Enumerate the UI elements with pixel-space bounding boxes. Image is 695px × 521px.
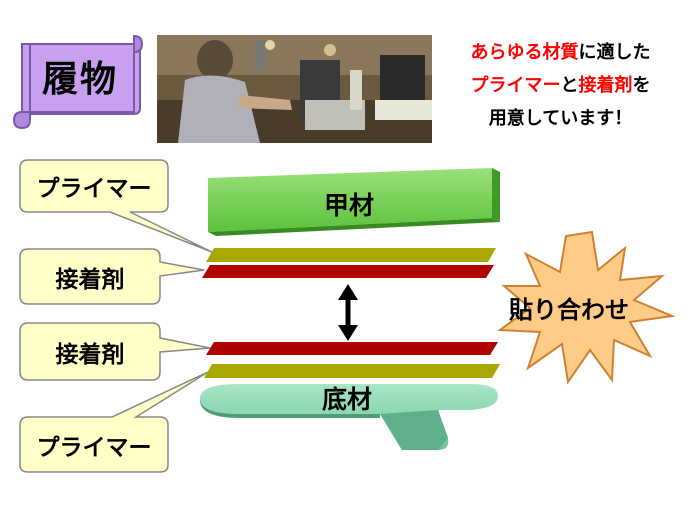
headline-particle: を bbox=[632, 75, 651, 96]
sole-material-shape bbox=[199, 384, 498, 450]
title-scroll bbox=[12, 34, 144, 130]
bonding-burst bbox=[497, 230, 676, 385]
workshop-photo bbox=[157, 35, 432, 143]
headline-all-materials: あらゆる材質 bbox=[470, 42, 579, 63]
callout-adhesive-top-label: 接着剤 bbox=[55, 266, 125, 293]
callout-adhesive-bottom bbox=[19, 322, 211, 381]
headline-line-3: 用意しています！ bbox=[488, 108, 633, 129]
headline-line-2: プライマーと接着剤を bbox=[438, 69, 683, 102]
headline-suited: に適した bbox=[578, 42, 651, 63]
callout-primer-top-label: プライマー bbox=[36, 176, 152, 202]
callout-primer-bottom-label: プライマー bbox=[36, 434, 152, 461]
headline-primer: プライマー bbox=[470, 75, 561, 96]
callout-adhesive-top bbox=[19, 248, 205, 305]
primer-layer-top bbox=[206, 248, 496, 262]
adhesive-layer-bottom bbox=[206, 342, 498, 355]
callout-adhesive-bottom-label: 接着剤 bbox=[55, 341, 125, 368]
adhesive-layer-top bbox=[202, 265, 494, 278]
callout-primer-top bbox=[19, 159, 213, 253]
headline-adhesive: 接着剤 bbox=[578, 75, 633, 96]
sole-material-label: 底材 bbox=[322, 385, 373, 414]
press-arrow bbox=[338, 284, 358, 341]
headline-line-1: あらゆる材質に適した bbox=[438, 36, 683, 69]
headline: あらゆる材質に適した プライマーと接着剤を 用意しています！ bbox=[438, 36, 683, 135]
callout-primer-bottom bbox=[19, 371, 209, 473]
upper-material-slab bbox=[208, 168, 500, 236]
headline-and: と bbox=[560, 75, 579, 96]
bonding-label: 貼り合わせ bbox=[509, 296, 629, 324]
page-title: 履物 bbox=[41, 59, 118, 100]
upper-material-label: 甲材 bbox=[324, 191, 375, 220]
primer-layer-bottom bbox=[204, 364, 500, 378]
